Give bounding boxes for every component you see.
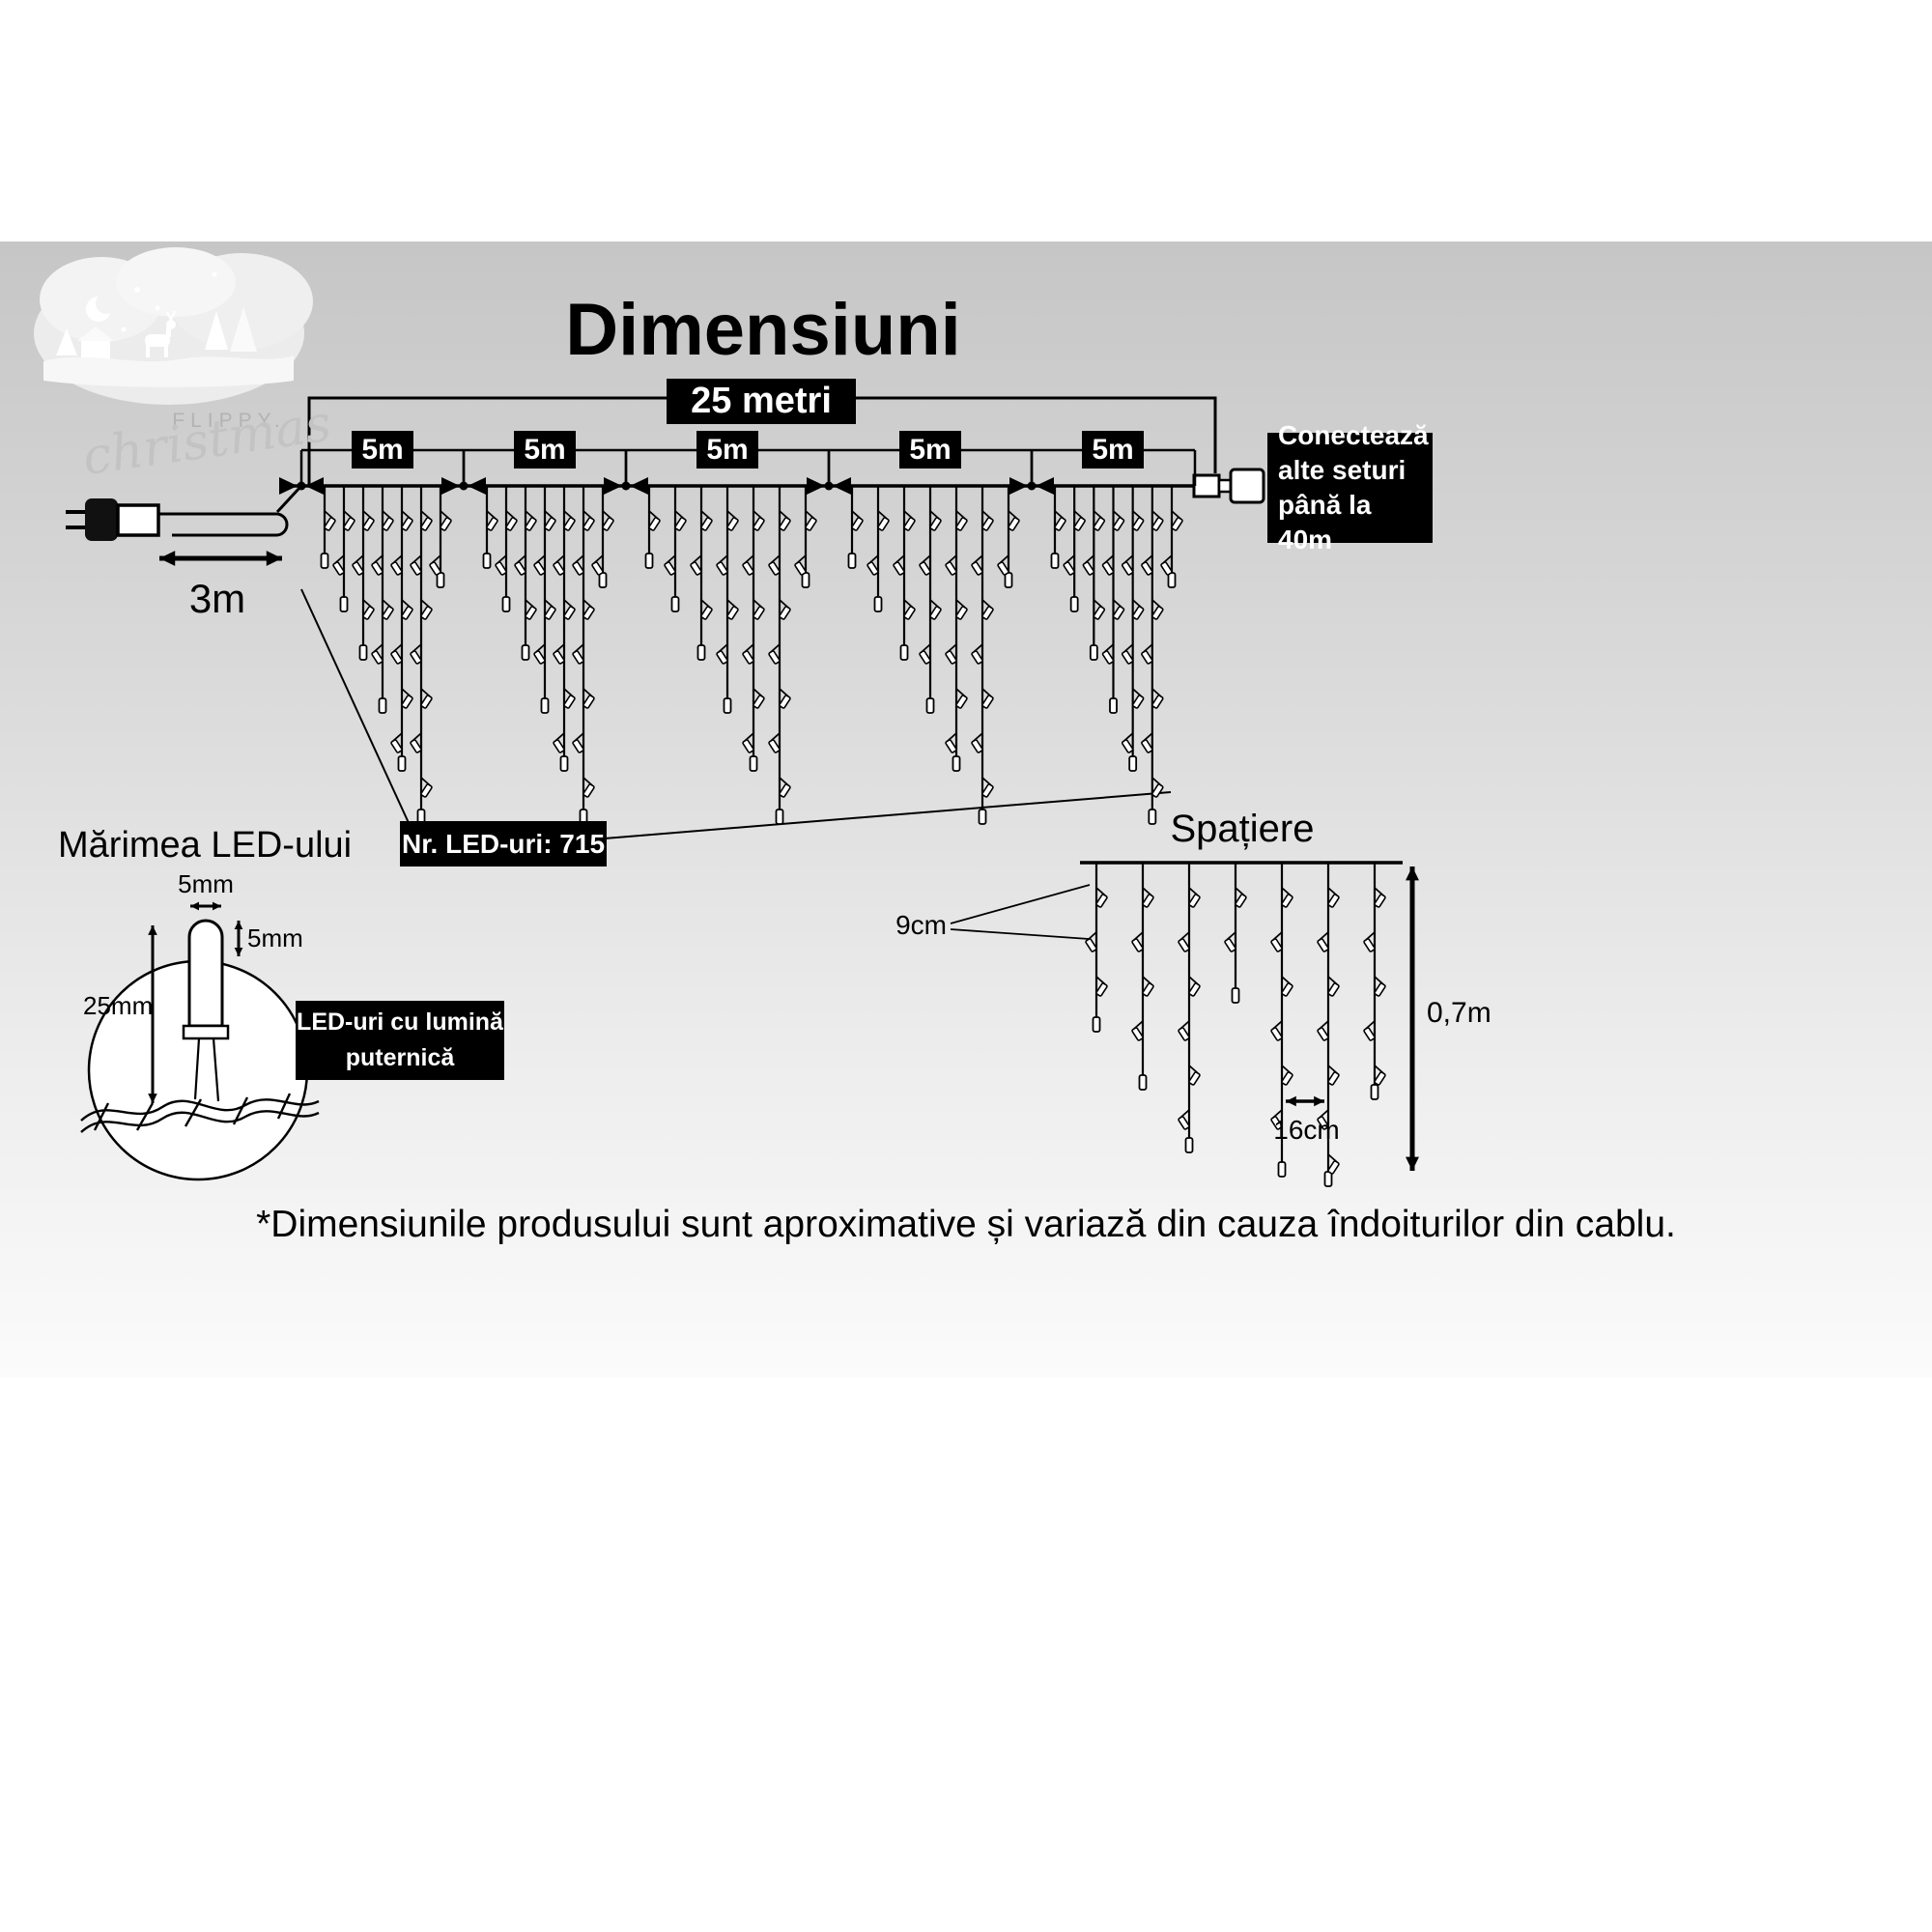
segment-length-badge: 5m bbox=[514, 431, 576, 469]
total-length-badge: 25 metri bbox=[667, 379, 856, 424]
tree-icon bbox=[205, 311, 228, 350]
star-icon bbox=[155, 305, 160, 311]
led-bulb-icon bbox=[187, 919, 224, 1028]
icicle-curtain bbox=[320, 486, 1183, 825]
connect-note-badge: Conectează alte seturi până la 40m bbox=[1267, 420, 1433, 554]
tree-icon bbox=[56, 328, 77, 355]
spacing-curtain bbox=[1085, 863, 1386, 1187]
twisted-wire-rope bbox=[80, 1093, 320, 1133]
deer-icon bbox=[145, 310, 176, 357]
end-connector bbox=[1192, 468, 1265, 504]
dimension-arrows bbox=[148, 551, 1419, 1171]
page-title: Dimensiuni bbox=[565, 289, 961, 371]
connect-note-line: până la 40m bbox=[1278, 490, 1372, 554]
tree-icon bbox=[230, 307, 257, 352]
star-icon bbox=[134, 287, 140, 293]
led-count-pointer-lines bbox=[300, 588, 1172, 839]
strand-gap-label: 16cm bbox=[1273, 1115, 1340, 1145]
power-plug bbox=[66, 485, 302, 541]
led-magnifier bbox=[80, 919, 320, 1181]
segment-length-badge: 5m bbox=[1082, 431, 1144, 469]
brand-name: FLIPPY. bbox=[172, 410, 286, 432]
led-note-badge: LED-uri cu lumină puternică bbox=[296, 1001, 504, 1080]
star-icon bbox=[121, 327, 127, 332]
bulb-width-label: 5mm bbox=[178, 869, 234, 898]
house-icon bbox=[81, 340, 110, 359]
segment-length-badge: 5m bbox=[696, 431, 758, 469]
spacing-heading: Spațiere bbox=[1170, 808, 1315, 850]
led-gap-label: 9cm bbox=[895, 910, 947, 940]
connect-note-line: Conectează bbox=[1278, 420, 1429, 450]
led-note-line: LED-uri cu lumină bbox=[297, 1009, 503, 1036]
led-size-heading: Mărimea LED-ului bbox=[58, 825, 353, 866]
winter-scene-logo-art bbox=[34, 247, 313, 405]
bulb-length-label: 25mm bbox=[83, 991, 154, 1020]
footnote: *Dimensiunile produsului sunt aproximati… bbox=[256, 1204, 1676, 1245]
bulb-tip-label: 5mm bbox=[247, 923, 303, 952]
lead-length-label: 3m bbox=[188, 576, 246, 621]
connect-note-line: alte seturi bbox=[1278, 455, 1406, 485]
drop-height-label: 0,7m bbox=[1427, 997, 1492, 1029]
spacing-diagram-static bbox=[950, 861, 1403, 940]
led-count-badge: Nr. LED-uri: 715 bbox=[400, 821, 607, 867]
star-icon bbox=[212, 271, 217, 277]
led-note-line: puternică bbox=[345, 1044, 455, 1071]
wire-clips bbox=[279, 477, 1054, 495]
segment-length-badge: 5m bbox=[899, 431, 961, 469]
segment-length-badge: 5m bbox=[352, 431, 413, 469]
